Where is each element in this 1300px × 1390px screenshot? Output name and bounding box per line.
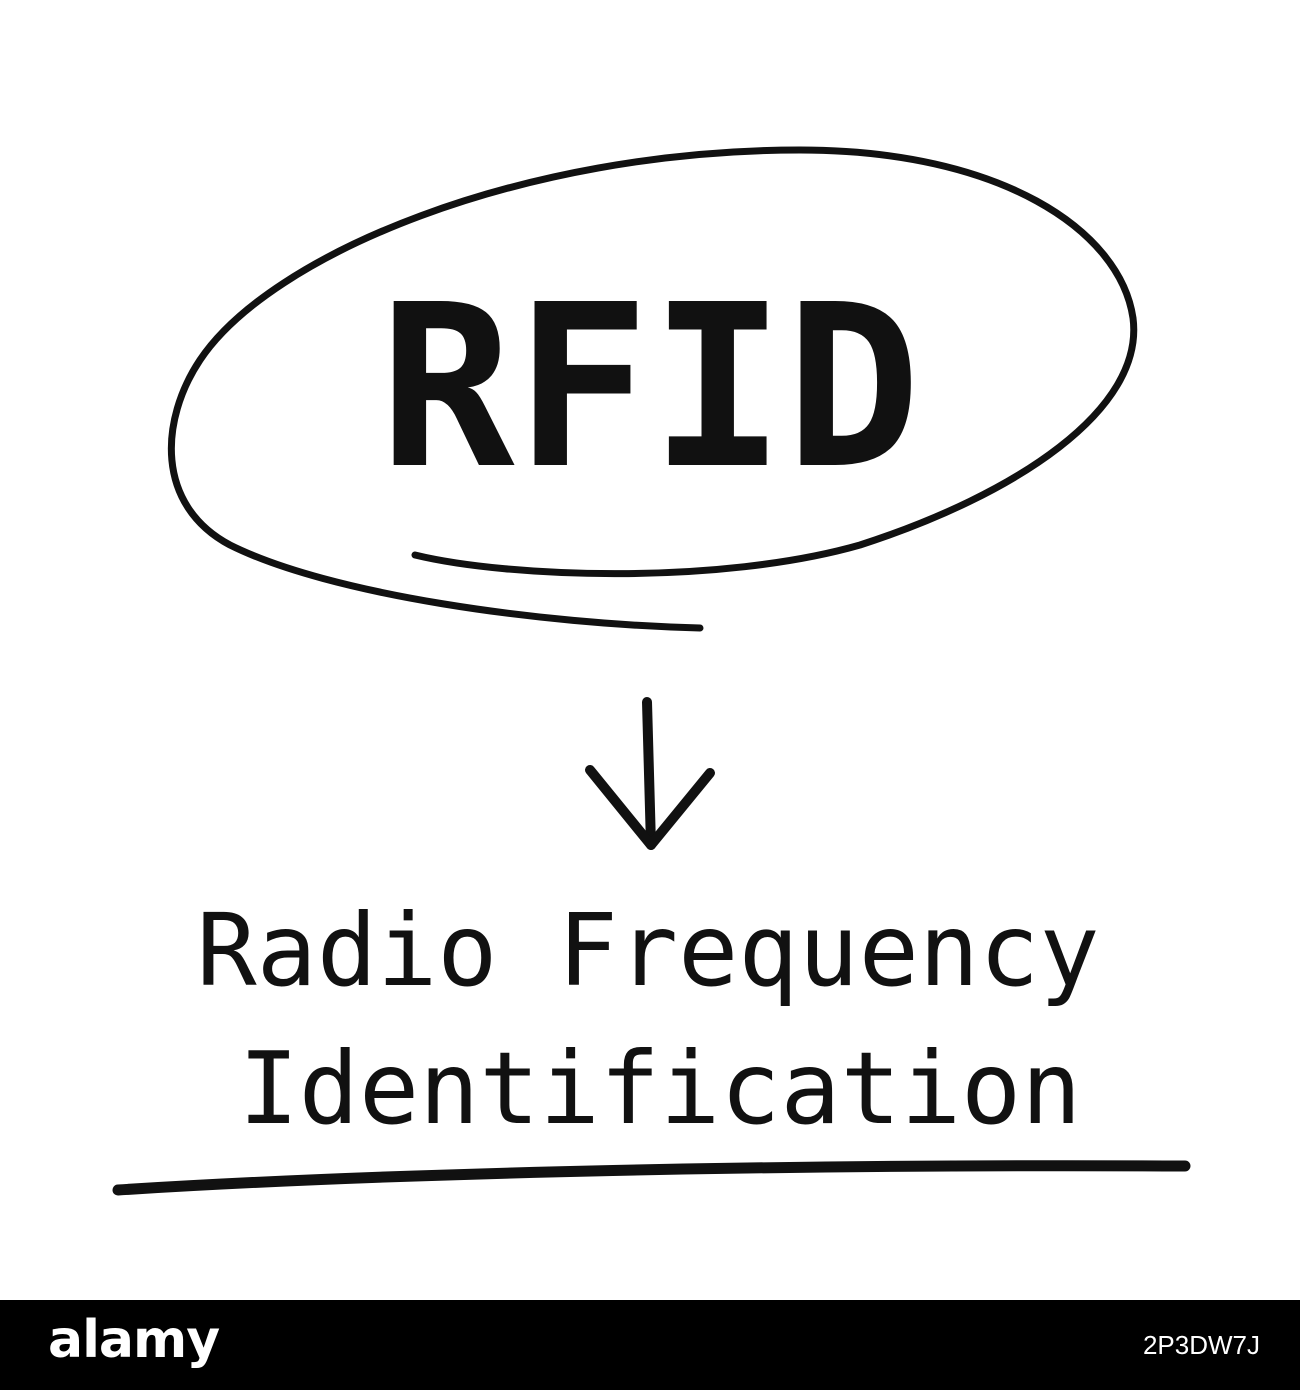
down-arrow-icon [585, 697, 715, 850]
expansion-line-2: Identification [239, 1030, 1082, 1147]
footer-bar [0, 1300, 1300, 1390]
underline [112, 1160, 1191, 1196]
hand-drawn-ellipse [167, 146, 1138, 632]
diagram: RFID Radio Frequency Identification [112, 146, 1191, 1196]
footer-logo: alamy [48, 1310, 220, 1370]
footer-image-id: 2P3DW7J [1142, 1330, 1260, 1360]
expansion-line-1: Radio Frequency [196, 892, 1099, 1009]
acronym-text: RFID [379, 257, 921, 519]
